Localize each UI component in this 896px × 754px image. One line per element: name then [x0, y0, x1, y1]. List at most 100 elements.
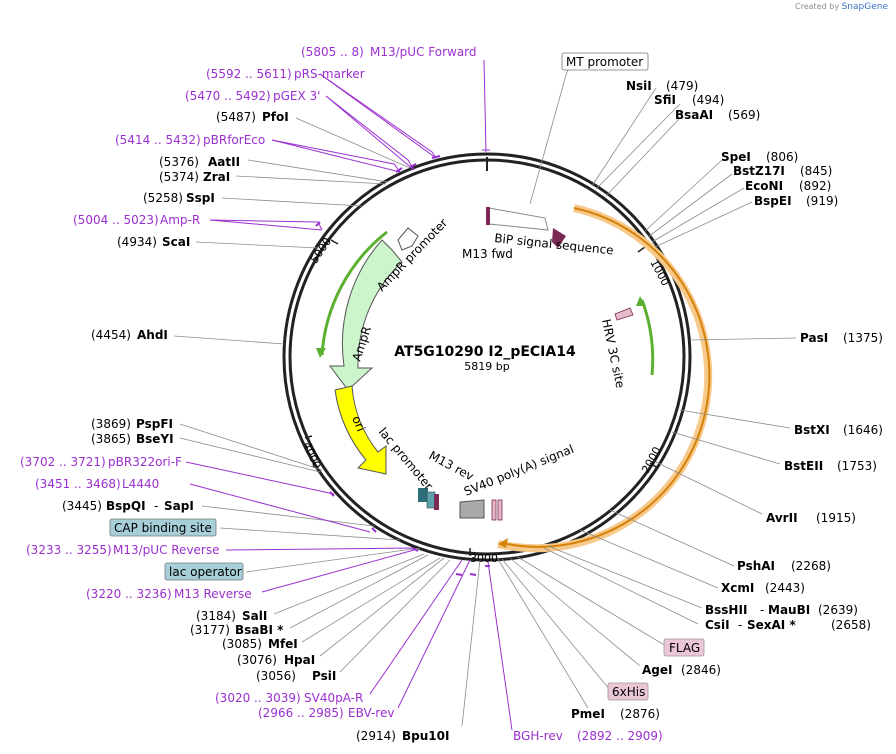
- tick-5000: 5000: [308, 235, 339, 266]
- site-bpu10i-pos: (2914): [356, 729, 396, 743]
- site-econi-pos: (892): [799, 179, 831, 193]
- site-sspi: SspI: [186, 191, 215, 205]
- ori-shape: [334, 385, 387, 475]
- site-csii-sep: -: [738, 618, 742, 632]
- site-mfei: MfeI: [268, 637, 298, 651]
- site-bsteii: BstEII: [784, 459, 823, 473]
- primer-m13-reverse: M13 Reverse: [174, 587, 252, 601]
- site-mfei-pos: (3085): [222, 637, 262, 651]
- site-bsabi-pos: (3177): [190, 623, 230, 637]
- site-zrai: ZraI: [203, 170, 230, 184]
- cap-binding-site-box: [418, 488, 428, 502]
- site-bsshii-sep: -: [760, 603, 764, 617]
- site-spei: SpeI: [721, 150, 751, 164]
- snapgene-credit: Created by SnapGene: [795, 2, 888, 12]
- site-agei: AgeI: [642, 663, 672, 677]
- site-pasi-pos: (1375): [843, 331, 883, 345]
- primer-bgh-rev-range: (2892 .. 2909): [577, 729, 663, 743]
- site-ahdi-pos: (4454): [91, 328, 131, 342]
- orf-arrowhead: [498, 538, 508, 548]
- primer-m13puc-rev-range: (3233 .. 3255): [26, 543, 112, 557]
- site-pmei: PmeI: [571, 707, 605, 721]
- primer-pbr322ori-f: pBR322ori-F: [108, 455, 182, 469]
- primer-l4440: L4440: [122, 477, 159, 491]
- primer-pgex-range: (5470 .. 5492): [185, 89, 271, 103]
- site-aatii-pos: (5376): [159, 155, 199, 169]
- mt-promoter-label: MT promoter: [566, 55, 643, 69]
- site-bstxi-pos: (1646): [843, 423, 883, 437]
- flag-shape: [491, 499, 497, 521]
- site-bstz17i-pos: (845): [800, 164, 832, 178]
- primer-prs-range: (5592 .. 5611): [206, 67, 292, 81]
- site-bsabi: BsaBI *: [235, 623, 284, 637]
- tick-label-3000: 3000: [470, 552, 498, 565]
- ampr-shape: [329, 239, 403, 391]
- flag-label: FLAG: [669, 641, 700, 655]
- ampr-promoter-shape: [397, 227, 419, 251]
- snapgene-brand: SnapGene: [841, 2, 888, 12]
- site-aatii: AatII: [208, 155, 240, 169]
- mt-promoter-arrow: [488, 207, 549, 231]
- site-psii: PsiI: [312, 669, 336, 683]
- site-csii: CsiI: [705, 618, 730, 632]
- site-pmei-pos: (2876): [620, 707, 660, 721]
- tick-2000: 2000: [639, 445, 664, 476]
- site-agei-pos: (2846): [681, 663, 721, 677]
- site-ahdi: AhdI: [137, 328, 168, 342]
- site-sfii-pos: (494): [692, 93, 724, 107]
- primer-sv40pa-r: SV40pA-R: [304, 691, 363, 705]
- site-pfoi-pos: (5487): [216, 110, 256, 124]
- m13-fwd-mark: [486, 207, 490, 225]
- primer-pbr322-range: (3702 .. 3721): [20, 455, 106, 469]
- primer-ebv-rev: EBV-rev: [348, 706, 394, 720]
- site-sapi: SapI: [164, 499, 194, 513]
- site-nsii: NsiI: [626, 79, 652, 93]
- primer-m13puc-fwd-range: (5805 .. 8): [301, 45, 364, 59]
- his-shape: [497, 499, 503, 521]
- cap-binding-label: CAP binding site: [114, 521, 212, 535]
- site-scai-pos: (4934): [117, 235, 157, 249]
- site-pshai-pos: (2268): [791, 559, 831, 573]
- flag-box: [663, 638, 705, 657]
- ori-label: ori: [349, 414, 368, 434]
- site-zrai-pos: (5374): [159, 170, 199, 184]
- site-sali-pos: (3184): [196, 609, 236, 623]
- site-nsii-pos: (479): [666, 79, 698, 93]
- primer-bgh-rev: BGH-rev: [513, 729, 563, 743]
- site-pfoi: PfoI: [262, 110, 289, 124]
- site-spei-pos: (806): [766, 150, 798, 164]
- primer-l4440-range: (3451 .. 3468): [35, 477, 121, 491]
- m13-fwd-label: M13 fwd: [462, 247, 513, 261]
- hrv-3c-label: HRV 3C site: [599, 318, 627, 390]
- primer-amp-r: Amp-R: [160, 213, 200, 227]
- site-bsshii: BssHII: [705, 603, 747, 617]
- site-pspfi-pos: (3869): [91, 417, 131, 431]
- site-pshai: PshAI: [737, 559, 775, 573]
- sv40-label: SV40 poly(A) signal: [462, 442, 576, 499]
- cap-binding-label-box: [109, 518, 217, 537]
- site-avrii: AvrII: [766, 511, 798, 525]
- backbone-outer-ring: [282, 152, 692, 562]
- primer-prs-marker: pRS-marker: [294, 67, 365, 81]
- site-scai: ScaI: [162, 235, 190, 249]
- primer-amp-r-range: (5004 .. 5023): [73, 213, 159, 227]
- bip-signal-arrow: [552, 228, 566, 248]
- site-bsaai: BsaAI: [675, 108, 713, 122]
- site-sali: SalI: [242, 609, 267, 623]
- his-label: 6xHis: [612, 685, 645, 699]
- tick-3000: 3000: [469, 548, 498, 565]
- site-bseyi-pos: (3865): [91, 432, 131, 446]
- green-arrow-left-head: [316, 348, 326, 358]
- site-bspei: BspEI: [754, 194, 792, 208]
- tick-label-4000: 4000: [300, 440, 323, 471]
- orf-arrow: [501, 207, 711, 548]
- site-maubi: MauBI: [768, 603, 810, 617]
- his-box: [607, 682, 649, 701]
- site-bsshii-pos: (2639): [818, 603, 858, 617]
- site-sfii: SfiI: [654, 93, 676, 107]
- lac-operator-box: [426, 491, 436, 509]
- mt-promoter-box: [561, 52, 649, 71]
- site-hpai: HpaI: [284, 653, 315, 667]
- primer-m13-reverse-range: (3220 .. 3236): [86, 587, 172, 601]
